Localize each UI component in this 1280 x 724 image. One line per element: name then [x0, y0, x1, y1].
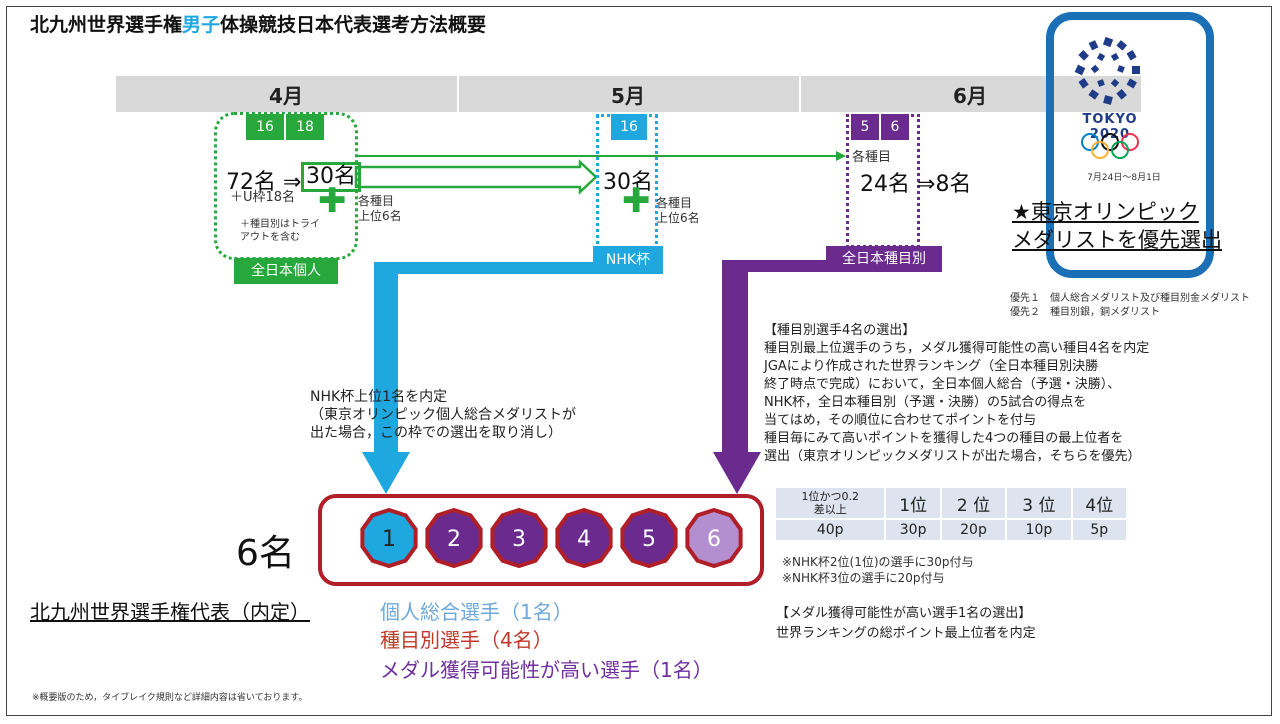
april-dates: 16 18	[246, 114, 324, 140]
slot-number: 2	[447, 527, 461, 552]
month-may: 5月	[611, 84, 645, 108]
slot-number: 5	[642, 527, 656, 552]
six-count: 6名	[236, 533, 295, 574]
tokyo-2020-emblem	[1074, 36, 1140, 105]
priority-list: 優先１ 個人総合メダリスト及び種目別金メダリスト優先２ 種目別銀，銅メダリスト	[1010, 293, 1250, 318]
slide-frame	[6, 6, 1272, 716]
timeline-divider	[457, 76, 459, 112]
count-30-boxed: 30名	[301, 162, 361, 192]
points-header: 3 位	[1005, 486, 1073, 520]
all-japan-individual-label: 全日本個人	[234, 258, 338, 284]
apparatus-note: 各種目	[852, 150, 892, 165]
points-header: 2 位	[939, 486, 1008, 520]
slot-number: 3	[512, 527, 526, 552]
count-72: 72名 ⇒	[226, 170, 302, 195]
legend-individual: 個人総合選手（1名）	[380, 600, 573, 624]
points-value: 20p	[939, 518, 1008, 542]
u-frame: ＋U枠18名	[230, 190, 296, 205]
page-title: 北九州世界選手権男子体操競技日本代表選考方法概要	[30, 10, 486, 37]
olympic-rings-icon	[1081, 133, 1139, 159]
nhk-selection-note: NHK杯上位1名を内定 （東京オリンピック個人総合メダリストが 出た場合，この枠…	[310, 389, 576, 441]
month-june: 6月	[953, 84, 987, 108]
points-header: 1位	[884, 486, 942, 520]
slot-number: 6	[707, 527, 721, 552]
purple-arrow	[713, 260, 942, 494]
medal-selection-text: 【メダル獲得可能性が高い選手1名の選出】 世界ランキングの総ポイント最上位者を内…	[776, 606, 1036, 641]
points-header: 4位	[1070, 486, 1129, 520]
blue-arrow	[362, 262, 663, 494]
title-post: 体操競技日本代表選考方法概要	[220, 14, 487, 36]
date-16: 16	[611, 114, 647, 140]
title-pre: 北九州世界選手権	[30, 14, 183, 36]
plus-icon: ✚	[318, 181, 347, 221]
legend-apparatus: 種目別選手（4名）	[380, 628, 553, 652]
plus-icon: ✚	[622, 181, 651, 221]
month-april: 4月	[269, 84, 303, 108]
date-18: 18	[286, 114, 324, 140]
points-notes: ※NHK杯2位(1位)の選手に30p付与 ※NHK杯3位の選手に20p付与	[782, 555, 974, 585]
legend-heading: 北九州世界選手権代表（内定）	[30, 600, 310, 624]
points-table: 1位かつ0.2 差以上 1位 2 位 3 位 4位 40p 30p 20p 10…	[773, 486, 1129, 542]
footnote: ※概要版のため，タイブレイク規則など詳細内容は省いております。	[32, 693, 308, 703]
june-dates: 5 6	[851, 114, 909, 140]
date-6: 6	[881, 114, 909, 140]
six-slots-frame	[318, 494, 764, 586]
date-16: 16	[246, 114, 284, 140]
legend-medal: メダル獲得可能性が高い選手（1名）	[380, 658, 713, 682]
nhk-count: 30名	[603, 170, 653, 195]
arrow-to-nhk	[354, 159, 598, 195]
arrowhead-june	[836, 151, 846, 161]
nhk-label: NHK杯	[593, 246, 663, 274]
date-5: 5	[851, 114, 879, 140]
timeline-bar	[116, 76, 1141, 112]
olympic-priority-note: ★東京オリンピック メダリストを優先選出	[1012, 200, 1222, 252]
points-value: 5p	[1070, 518, 1129, 542]
points-header: 1位かつ0.2 差以上	[773, 486, 887, 520]
timeline-divider	[799, 76, 801, 112]
slot-number: 4	[577, 527, 591, 552]
nhk-top6-note: 各種目上位6名	[656, 196, 700, 225]
apparatus-count: 24名 ⇒8名	[860, 172, 972, 197]
points-value: 30p	[884, 518, 942, 542]
all-japan-apparatus-label: 全日本種目別	[826, 246, 942, 272]
apparatus-selection-text: 【種目別選手4名の選出】 種目別最上位選手のうち，メダル獲得可能性の高い種目4名…	[764, 323, 1150, 464]
may-dates: 16	[611, 114, 647, 140]
points-value: 40p	[773, 518, 887, 542]
olympics-dates: 7月24日～8月1日	[1087, 173, 1161, 183]
tryout-note: ＋種目別はトライアウトを含む	[240, 219, 320, 243]
tokyo-olympics-panel	[1046, 12, 1214, 278]
slot-number: 1	[382, 527, 396, 552]
points-value: 10p	[1005, 518, 1073, 542]
top6-note: 各種目上位6名	[358, 194, 402, 223]
title-highlight: 男子	[182, 14, 221, 36]
